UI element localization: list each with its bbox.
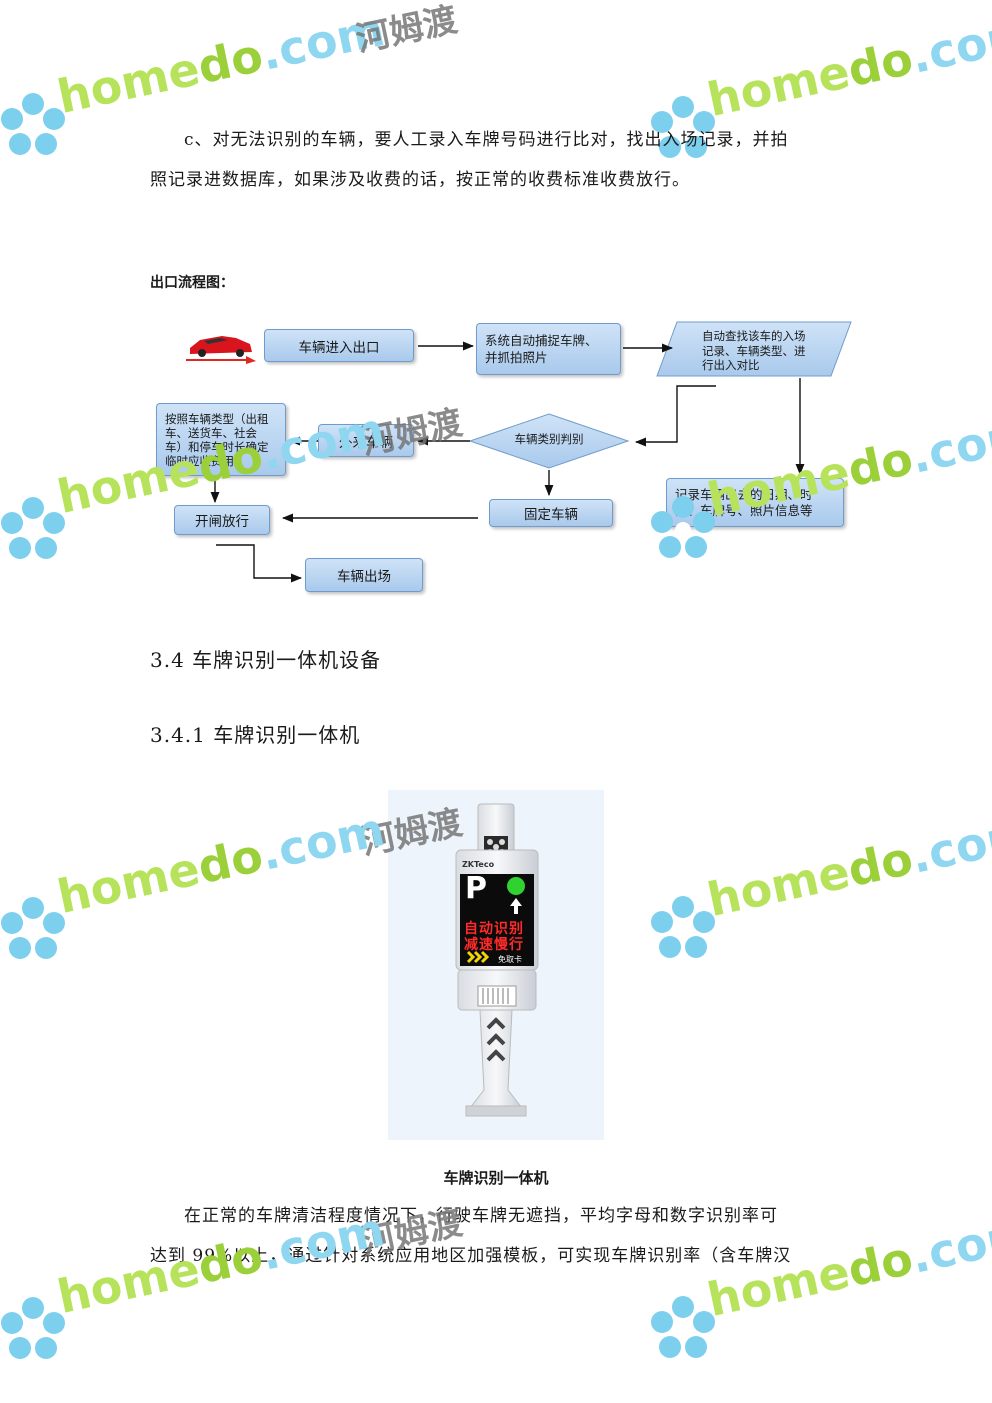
arrow-open-to-out: [216, 544, 303, 583]
watermark-bottom-left: homedo.com: [0, 1202, 389, 1380]
watermark-do: do: [843, 1230, 918, 1298]
diamond-classify: [468, 413, 630, 469]
lookup-line-1: 自动查找该车的入场: [702, 329, 806, 343]
fee-line-3: 车）和停车时长确定: [165, 439, 269, 454]
paragraph-c-line1: c、对无法识别的车辆，要人工录入车牌号码进行比对，找出入场记录，并拍: [184, 130, 789, 150]
lpr-device-illustration: [455, 803, 539, 1117]
paragraph-body-line1: 在正常的车牌清洁程度情况下，行驶车牌无遮挡，平均字母和数字识别率可: [184, 1206, 778, 1226]
paragraph-c-line2: 照记录进数据库，如果涉及收费的话，按正常的收费标准收费放行。: [150, 170, 690, 190]
box-capture: 系统自动捕捉车牌、并抓拍照片: [476, 323, 621, 375]
watermark-home: home: [52, 841, 205, 924]
figure-caption: 车牌识别一体机: [443, 1169, 549, 1187]
flower-logo-icon: [651, 1296, 715, 1358]
screen-line-1: 自动识别: [464, 921, 524, 937]
flowchart-connectors: [210, 341, 805, 583]
record-line-1: 记录车辆出去的日期、时: [675, 486, 813, 502]
paragraph-body: 在正常的车牌清洁程度情况下，行驶车牌无遮挡，平均字母和数字识别率可 达到 99%…: [150, 1196, 850, 1276]
paragraph-body-line2: 达到 99%以上，通过针对系统应用地区加强模板，可实现车牌识别率（含车牌汉: [150, 1246, 792, 1266]
box-fixed: 固定车辆: [489, 499, 613, 527]
flower-logo-icon: [651, 896, 715, 958]
capture-line-1: 系统自动捕捉车牌、: [485, 333, 598, 348]
classify-label: 车辆类别判别: [514, 432, 584, 446]
box-enter-exit: 车辆进入出口: [264, 329, 414, 362]
box-vehicle-out: 车辆出场: [305, 558, 423, 592]
watermark-home: home: [702, 844, 855, 927]
device-brand: ZKTeco: [462, 860, 495, 869]
lookup-label: 自动查找该车的入场 记录、车辆类型、进 行出入对比: [702, 329, 806, 373]
heading-3-4-1: 3.4.1 车牌识别一体机: [150, 723, 361, 747]
parking-p-icon: P: [465, 871, 487, 906]
watermark-lower-left: homedo.com: [0, 802, 389, 980]
watermark-com: .com: [906, 1205, 992, 1284]
box-visitor: 外来车辆: [318, 424, 414, 457]
watermark-do: do: [193, 827, 268, 895]
watermark-com: .com: [906, 805, 992, 884]
flow-title: 出口流程图：: [150, 275, 234, 291]
flower-logo-icon: [1, 897, 65, 959]
screen-line-2: 减速慢行: [464, 937, 524, 953]
watermark-lower-right: homedo.com: [650, 805, 992, 975]
box-open-gate: 开闸放行: [174, 505, 270, 535]
watermark-do: do: [843, 830, 918, 898]
fee-line-2: 车、送货车、社会: [165, 425, 257, 440]
lookup-line-2: 记录、车辆类型、进: [702, 343, 806, 358]
parallelogram-lookup: [656, 321, 852, 377]
flower-logo-icon: [1, 1297, 65, 1359]
paragraph-c: c、对无法识别的车辆，要人工录入车牌号码进行比对，找出入场记录，并拍 照记录进数…: [150, 120, 850, 200]
heading-3-4: 3.4 车牌识别一体机设备: [150, 648, 382, 672]
red-car-icon: [186, 336, 256, 364]
screen-line-3: 免取卡: [498, 955, 522, 964]
fee-line-1: 按照车辆类型（出租: [165, 411, 269, 426]
box-fee-rule: 按照车辆类型（出租 车、送货车、社会 车）和停车时长确定 临时应收费用: [156, 403, 286, 476]
capture-line-2: 并抓拍照片: [485, 350, 548, 365]
arrow-lookup-to-classify: [634, 385, 716, 447]
lookup-line-3: 行出入对比: [702, 358, 760, 372]
fee-line-4: 临时应收费用: [165, 453, 234, 468]
